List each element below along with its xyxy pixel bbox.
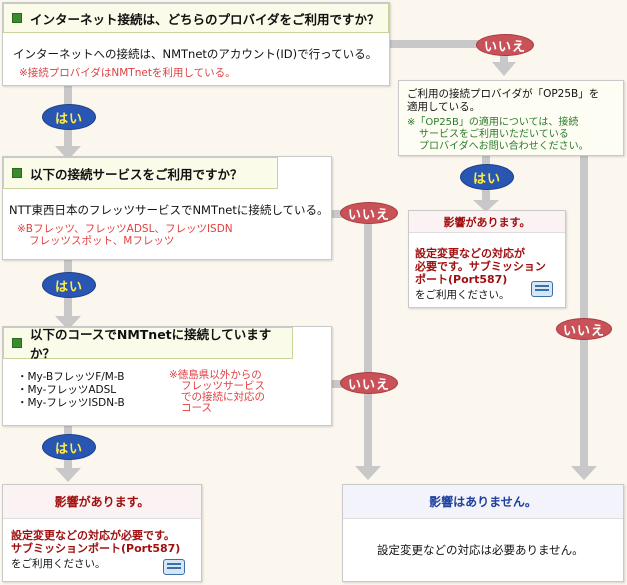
other-provider-line1: ご利用の接続プロバイダが「OP25B」を <box>407 88 600 100</box>
impact-right-line4: をご利用ください。 <box>415 289 510 301</box>
other-provider-note2: サービスをご利用いただいている <box>419 129 569 140</box>
question-1-text: インターネットへの接続は、NMTnetのアカウント(ID)で行っている。 <box>13 47 378 61</box>
no-impact-box: 影響はありません。 設定変更などの対応は必要ありません。 <box>342 484 624 582</box>
impact-right-line3: ポート(Port587) <box>415 273 508 286</box>
other-provider-note1: ※「OP25B」の適用については、接続 <box>407 117 579 128</box>
yes-label-q2: はい <box>42 272 96 298</box>
question-3-item-2: ・My-フレッツADSL <box>17 384 117 396</box>
mail-icon <box>163 559 185 575</box>
yes-label-q3: はい <box>42 434 96 460</box>
impact-right-line1: 設定変更などの対応が <box>415 247 525 260</box>
impact-right-title: 影響があります。 <box>409 211 565 233</box>
question-3-item-3: ・My-フレッツISDN-B <box>17 397 125 409</box>
yes-label-q1: はい <box>42 104 96 130</box>
green-square-icon <box>12 168 22 178</box>
yes-label-other: はい <box>460 164 514 190</box>
impact-bottom-line3: をご利用ください。 <box>11 558 106 570</box>
question-1-heading: インターネット接続は、どちらのプロバイダをご利用ですか？ <box>3 3 389 33</box>
impact-bottom-line2: サブミッションポート(Port587) <box>11 542 181 555</box>
no-label-q3: いいえ <box>340 372 398 394</box>
no-impact-text: 設定変更などの対応は必要ありません。 <box>377 543 584 557</box>
question-3-note-line2: フレッツサービス <box>181 380 265 392</box>
question-3-note-line1: ※徳島県以外からの <box>169 369 262 381</box>
mail-icon <box>531 281 553 297</box>
no-impact-title: 影響はありません。 <box>343 485 623 519</box>
question-1-note: ※接続プロバイダはNMTnetを利用している。 <box>19 67 236 79</box>
other-provider-box: ご利用の接続プロバイダが「OP25B」を 適用している。 ※「OP25B」の適用… <box>398 80 624 156</box>
other-provider-note3: プロバイダへお問い合わせください。 <box>419 141 589 152</box>
question-3-note-line3: での接続に対応の <box>181 391 265 403</box>
impact-right-line2: 必要です。サブミッション <box>415 260 546 273</box>
question-2-note-line1: ※Bフレッツ、フレッツADSL、フレッツISDN <box>17 223 233 235</box>
question-3-note-line4: コース <box>181 402 212 414</box>
question-2-note-line2: フレッツスポット、Mフレッツ <box>29 235 175 247</box>
question-2-box: 以下の接続サービスをご利用ですか？ NTT東西日本のフレッツサービスでNMTne… <box>2 156 332 260</box>
impact-bottom-title: 影響があります。 <box>3 485 201 519</box>
question-2-title: 以下の接続サービスをご利用ですか？ <box>30 166 243 182</box>
green-square-icon <box>12 338 22 348</box>
question-3-heading: 以下のコースでNMTnetに接続していますか？ <box>3 327 293 361</box>
impact-bottom-line1: 設定変更などの対応が必要です。 <box>11 529 175 542</box>
question-1-box: インターネット接続は、どちらのプロバイダをご利用ですか？ インターネットへの接続… <box>2 2 390 86</box>
impact-right-box: 影響があります。 設定変更などの対応が 必要です。サブミッション ポート(Por… <box>408 210 566 308</box>
question-3-box: 以下のコースでNMTnetに接続していますか？ ・My-BフレッツF/M-B ・… <box>2 326 332 426</box>
question-3-item-1: ・My-BフレッツF/M-B <box>17 371 125 383</box>
question-2-text: NTT東西日本のフレッツサービスでNMTnetに接続している。 <box>9 203 329 217</box>
other-provider-line2: 適用している。 <box>407 101 481 113</box>
question-3-title: 以下のコースでNMTnetに接続していますか？ <box>30 327 272 361</box>
question-2-heading: 以下の接続サービスをご利用ですか？ <box>3 157 278 189</box>
no-label-q2: いいえ <box>340 202 398 224</box>
no-label-other: いいえ <box>556 318 612 340</box>
question-1-title: インターネット接続は、どちらのプロバイダをご利用ですか？ <box>30 11 380 27</box>
no-label-q1: いいえ <box>476 34 534 56</box>
impact-bottom-box: 影響があります。 設定変更などの対応が必要です。 サブミッションポート(Port… <box>2 484 202 582</box>
green-square-icon <box>12 13 22 23</box>
